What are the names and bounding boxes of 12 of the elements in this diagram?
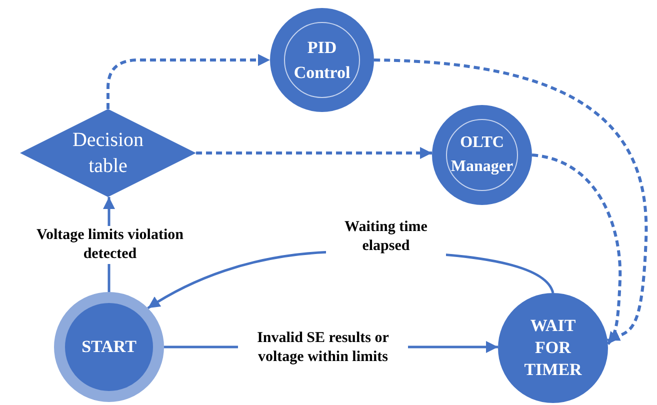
node-label: PID Control xyxy=(292,36,352,84)
dashed-arrow xyxy=(106,54,270,109)
edge-label: Waiting time elapsed xyxy=(326,218,446,256)
edge-label: Invalid SE results or voltage within limits xyxy=(238,329,408,367)
dashed-arrow xyxy=(374,58,648,342)
decision-diamond xyxy=(20,109,196,197)
dashed-arrow xyxy=(196,147,432,159)
node-label: Decision table xyxy=(71,128,145,179)
node-label: WAIT FOR TIMER xyxy=(523,315,583,381)
node-label: OLTC Manager xyxy=(450,133,514,177)
dashed-arrow xyxy=(532,154,622,346)
node-label: START xyxy=(82,336,136,358)
